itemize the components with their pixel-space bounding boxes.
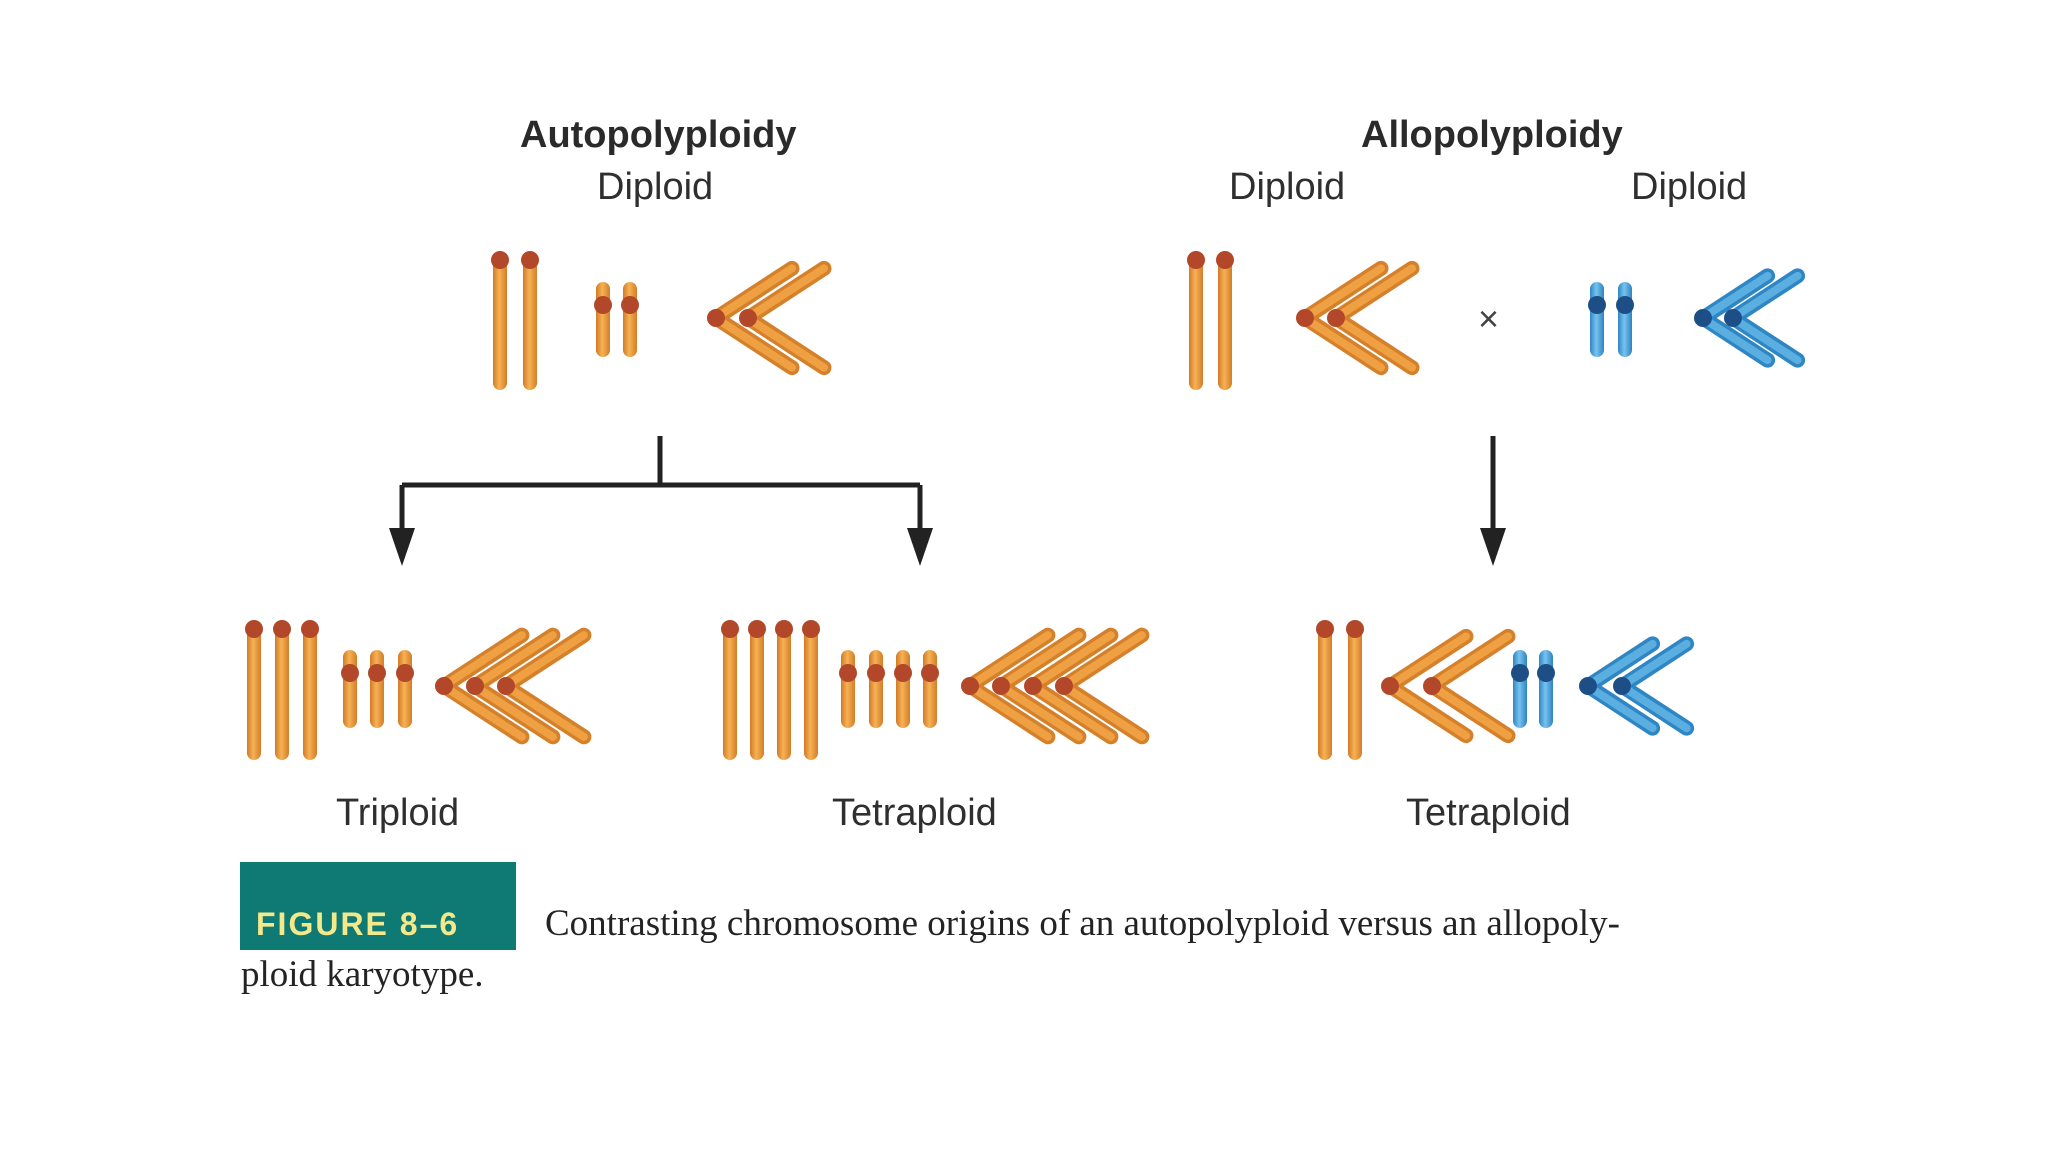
allo-tetraploid-blue-short-chromosome xyxy=(1537,650,1555,728)
allo-right-v-chromosome xyxy=(1724,268,1806,368)
allo-left-long-chromosome xyxy=(1216,251,1234,390)
allo-tetraploid-blue-v-chromosome xyxy=(1613,636,1695,736)
allo-tetraploid-blue-v-chromosome xyxy=(1579,636,1661,736)
auto-tetraploid-v-chromosome xyxy=(1055,627,1150,745)
auto-diploid-v-chromosome xyxy=(707,260,800,376)
triploid-label: Triploid xyxy=(336,792,460,834)
auto-diploid-long-chromosome xyxy=(491,251,509,390)
figure-number: FIGURE 8–6 xyxy=(256,906,460,942)
auto-tetraploid-long-chromosome xyxy=(721,620,739,760)
figure-caption-line1: Contrasting chromosome origins of an aut… xyxy=(545,903,1620,944)
auto-tetraploid-v-chromosome xyxy=(1024,627,1119,745)
auto-diploid-short-chromosome xyxy=(621,282,639,357)
allo-left-v-chromosome xyxy=(1296,260,1389,376)
allopolyploidy-heading: Allopolyploidy xyxy=(1361,114,1623,156)
auto-diploid-label: Diploid xyxy=(597,166,714,208)
allo-tetraploid-long-chromosome xyxy=(1316,620,1334,760)
triploid-v-chromosome xyxy=(466,627,561,745)
allo-tetraploid-v-chromosome xyxy=(1423,628,1516,744)
arrowhead-allo-tetraploid xyxy=(1480,528,1506,566)
auto-tetraploid-long-chromosome xyxy=(802,620,820,760)
allo-left-long-chromosome xyxy=(1187,251,1205,390)
triploid-short-chromosome xyxy=(341,650,359,728)
autopolyploidy-heading: Autopolyploidy xyxy=(520,114,797,156)
cross-symbol: × xyxy=(1478,298,1500,339)
auto-tetraploid-v-chromosome xyxy=(992,627,1087,745)
figure-badge xyxy=(240,862,516,950)
triploid-long-chromosome xyxy=(273,620,291,760)
auto-tetraploid-short-chromosome xyxy=(921,650,939,728)
auto-tetraploid-long-chromosome xyxy=(748,620,766,760)
triploid-long-chromosome xyxy=(245,620,263,760)
allo-tetraploid-v-chromosome xyxy=(1381,628,1474,744)
auto-branch-arrows xyxy=(399,436,1496,535)
allo-left-v-chromosome xyxy=(1327,260,1420,376)
arrow-heads xyxy=(389,528,1506,566)
allo-tetraploid-blue-short-chromosome xyxy=(1511,650,1529,728)
arrowhead-triploid xyxy=(389,528,415,566)
auto-diploid-long-chromosome xyxy=(521,251,539,390)
auto-tetraploid-short-chromosome xyxy=(839,650,857,728)
auto-tetraploid-label: Tetraploid xyxy=(832,792,997,834)
auto-diploid-short-chromosome xyxy=(594,282,612,357)
allo-diploid-right-label: Diploid xyxy=(1631,166,1748,208)
allo-right-v-chromosome xyxy=(1694,268,1776,368)
triploid-short-chromosome xyxy=(396,650,414,728)
triploid-short-chromosome xyxy=(368,650,386,728)
allo-tetraploid-label: Tetraploid xyxy=(1406,792,1571,834)
triploid-long-chromosome xyxy=(301,620,319,760)
auto-tetraploid-v-chromosome xyxy=(961,627,1056,745)
figure-caption-line2: ploid karyotype. xyxy=(241,954,484,995)
allo-right-short-chromosome xyxy=(1616,282,1634,357)
auto-tetraploid-short-chromosome xyxy=(894,650,912,728)
allo-tetraploid-long-chromosome xyxy=(1346,620,1364,760)
auto-tetraploid-long-chromosome xyxy=(775,620,793,760)
auto-tetraploid-short-chromosome xyxy=(867,650,885,728)
auto-diploid-v-chromosome xyxy=(739,260,832,376)
triploid-v-chromosome xyxy=(435,627,530,745)
allo-right-short-chromosome xyxy=(1588,282,1606,357)
arrowhead-auto-tetraploid xyxy=(907,528,933,566)
triploid-v-chromosome xyxy=(497,627,592,745)
allo-diploid-left-label: Diploid xyxy=(1229,166,1346,208)
